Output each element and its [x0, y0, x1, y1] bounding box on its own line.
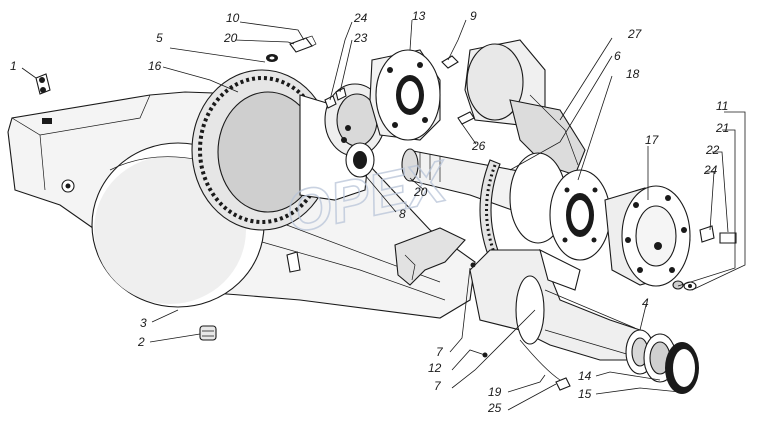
- callout-1: 1: [10, 59, 17, 73]
- pinion-flange: [369, 49, 441, 141]
- callout-20b: 20: [413, 185, 428, 199]
- callout-8: 8: [399, 207, 406, 221]
- callout-14: 14: [578, 369, 592, 383]
- bolt-25: [555, 377, 571, 391]
- housing-tab: [286, 251, 301, 273]
- misc-fasteners: [266, 35, 571, 391]
- callout-11: 11: [716, 99, 728, 113]
- callout-17: 17: [645, 133, 660, 147]
- callout-27: 27: [627, 27, 643, 41]
- differential-carrier: [191, 69, 386, 231]
- anchor-bracket: [394, 227, 466, 286]
- callout-18: 18: [626, 67, 640, 81]
- callout-19: 19: [488, 385, 502, 399]
- callout-2: 2: [137, 335, 145, 349]
- callout-21: 21: [715, 121, 729, 135]
- washer-23: [335, 87, 347, 101]
- bolt-26: [457, 111, 475, 125]
- brake-chamber: [464, 39, 586, 176]
- leader-lines: [21, 19, 746, 411]
- hub-flange: [604, 185, 691, 287]
- callout-6: 6: [614, 49, 621, 63]
- callout-24b: 24: [703, 163, 718, 177]
- callout-25: 25: [487, 401, 502, 415]
- bolt-9: [441, 55, 459, 69]
- callout-3: 3: [140, 316, 147, 330]
- housing-bracket-slot: [42, 118, 52, 124]
- callout-24a: 24: [353, 11, 368, 25]
- spindle-knuckle: [469, 248, 641, 381]
- callout-20a: 20: [223, 31, 238, 45]
- callout-5: 5: [156, 31, 163, 45]
- callout-4: 4: [642, 296, 649, 310]
- callout-10: 10: [226, 11, 240, 25]
- hub-gasket: [549, 169, 611, 261]
- callout-7a: 7: [436, 345, 444, 359]
- callout-12: 12: [428, 361, 442, 375]
- callout-23: 23: [353, 31, 368, 45]
- plug-part-2: [199, 325, 217, 341]
- callout-22: 22: [705, 143, 720, 157]
- hub-bearings: [625, 329, 699, 394]
- callout-7b: 7: [434, 379, 442, 393]
- bolt-10: [289, 37, 313, 53]
- callout-15: 15: [578, 387, 592, 401]
- callout-16: 16: [148, 59, 162, 73]
- callout-9: 9: [470, 9, 477, 23]
- breather-part-1: [35, 73, 51, 95]
- callout-13: 13: [412, 9, 426, 23]
- callout-26: 26: [471, 139, 486, 153]
- callout-labels: 1 2 3 4 5 6 7 7 8 9 10 11 12 13 14 15 16…: [10, 9, 729, 415]
- hub-fasteners: [672, 225, 737, 291]
